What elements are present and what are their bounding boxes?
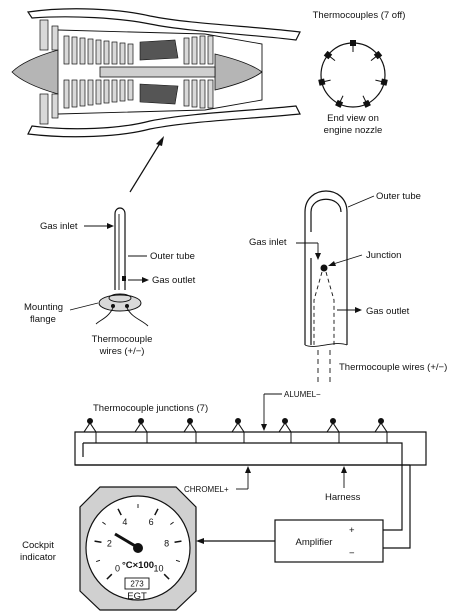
- indicator-readout-box: [124, 577, 150, 590]
- amplifier-minus: −: [349, 548, 355, 559]
- amplifier-plus: +: [349, 525, 355, 536]
- harness-junction-bead-5: [282, 418, 288, 424]
- scale-tick-2: [94, 540, 102, 543]
- indicator-readout: 273: [130, 580, 144, 589]
- mounting-flange: [98, 294, 142, 312]
- thermocouple-probe-7: [327, 54, 336, 62]
- turbine-stages: [183, 35, 214, 109]
- section-gas-inlet-label: Gas inlet: [249, 237, 287, 248]
- probe-section-view: Outer tube Gas inlet Junction Gas outlet…: [249, 190, 447, 382]
- harness-junctions: [83, 418, 388, 443]
- thermocouple-positions: [318, 40, 388, 108]
- harness-junction-bead-6: [330, 418, 336, 424]
- junction-point: [320, 264, 328, 272]
- scale-minor-tick: [102, 521, 106, 525]
- indicator-egt: EGT: [127, 591, 147, 602]
- section-outer-tube: [304, 190, 348, 345]
- indicator-needle: [114, 532, 138, 549]
- scale-tick-4: [117, 508, 122, 516]
- scale-tick-6: [154, 508, 159, 516]
- gas-outlet-label: Gas outlet: [152, 275, 196, 286]
- fan-blade-top-2: [51, 25, 59, 51]
- scale-tick-8: [174, 540, 182, 543]
- exhaust-cone: [214, 53, 263, 91]
- thermocouple-probe-4: [362, 95, 368, 105]
- amplifier-label: Amplifier: [296, 537, 333, 548]
- probe-outer-tube: [114, 207, 126, 290]
- compressor-stages: [63, 35, 134, 109]
- scale-minor-tick: [96, 559, 101, 563]
- fan-blade-bottom-2: [51, 93, 59, 119]
- harness-alumel-loop: [74, 431, 427, 466]
- chromel-label: CHROMEL+: [184, 485, 229, 494]
- scale-label-4: 4: [122, 517, 127, 527]
- thermocouples-count-label: Thermocouples (7 off): [313, 10, 406, 21]
- intake-cone: [11, 49, 59, 95]
- harness-junction-7: [374, 422, 388, 433]
- section-wires-label: Thermocouple wires (+/−): [339, 362, 447, 373]
- harness-junction-bead-4: [235, 418, 241, 424]
- harness-junction-1: [83, 422, 97, 433]
- section-gas-outlet-label: Gas outlet: [366, 306, 410, 317]
- harness-junction-3: [183, 422, 197, 433]
- end-view-label-2: engine nozzle: [324, 125, 383, 136]
- harness-chromel-bus: [82, 442, 403, 531]
- scale-label-6: 6: [149, 517, 154, 527]
- mounting-flange-label-1: Mounting: [24, 302, 63, 313]
- junctions-label: Thermocouple junctions (7): [93, 403, 208, 414]
- probe-to-engine-arrow: [129, 136, 164, 193]
- engine-casing-bottom: [27, 105, 301, 138]
- thermocouple-probe-5: [338, 95, 344, 105]
- scale-label-2: 2: [107, 538, 112, 548]
- harness-junction-bead-3: [187, 418, 193, 424]
- indicator-scale: 0 2 4 6 8 10: [94, 504, 182, 580]
- scale-label-10: 10: [153, 564, 163, 574]
- scale-label-8: 8: [164, 538, 169, 548]
- harness-junction-2: [134, 422, 148, 433]
- jet-engine-illustration: [11, 8, 301, 138]
- section-outer-tube-label: Outer tube: [376, 191, 421, 202]
- probe-external-view: Gas inlet Outer tube Gas outlet Mounting…: [24, 207, 196, 357]
- outer-tube-label: Outer tube: [150, 251, 195, 262]
- wires-label-2: wires (+/−): [99, 346, 145, 357]
- harness-junction-6: [326, 422, 340, 433]
- scale-minor-tick: [175, 559, 180, 563]
- harness-junction-bead-2: [138, 418, 144, 424]
- probe-gas-outlet-hole: [122, 276, 126, 281]
- wires-label-1: Thermocouple: [92, 334, 153, 345]
- fan-blade-top: [39, 19, 49, 51]
- engine-casing-top: [26, 8, 301, 41]
- amplifier-unit: Amplifier + −: [196, 519, 384, 563]
- engine-shaft: [99, 66, 216, 78]
- combustor-top: [139, 39, 179, 61]
- thermocouple-probe-6: [321, 79, 331, 83]
- harness-junction-bead-7: [378, 418, 384, 424]
- mounting-flange-label-2: flange: [30, 314, 56, 325]
- harness-junction-4: [231, 422, 245, 433]
- scale-tick-10: [163, 573, 170, 580]
- harness-label: Harness: [325, 492, 361, 503]
- cockpit-label-2: indicator: [20, 552, 56, 563]
- thermocouple-probe-3: [375, 79, 385, 83]
- scale-minor-tick: [170, 521, 174, 525]
- end-view-on-nozzle: Thermocouples (7 off) End view on engine…: [313, 10, 406, 136]
- harness-junction-bead-1: [87, 418, 93, 424]
- cockpit-indicator: 0 2 4 6 8 10 °C×100 273 EGT Cockpit indicator: [20, 486, 197, 611]
- thermocouple-harness: ALUMEL− Thermocouple junctions (7) CHROM…: [74, 390, 427, 549]
- alumel-label: ALUMEL−: [284, 390, 321, 399]
- thermocouple-probe-2: [370, 54, 379, 62]
- harness-junction-5: [278, 422, 292, 433]
- fan-blade-bottom: [39, 93, 49, 125]
- scale-label-0: 0: [115, 564, 120, 574]
- end-view-label-1: End view on: [327, 113, 379, 124]
- nozzle-ring: [320, 42, 386, 108]
- section-inner-tube: [310, 198, 342, 345]
- indicator-units: °C×100: [122, 560, 154, 571]
- gas-inlet-label: Gas inlet: [40, 221, 78, 232]
- cockpit-label-1: Cockpit: [22, 540, 54, 551]
- junction-label: Junction: [366, 250, 401, 261]
- scale-tick-0: [106, 573, 113, 580]
- combustor-bottom: [139, 83, 179, 105]
